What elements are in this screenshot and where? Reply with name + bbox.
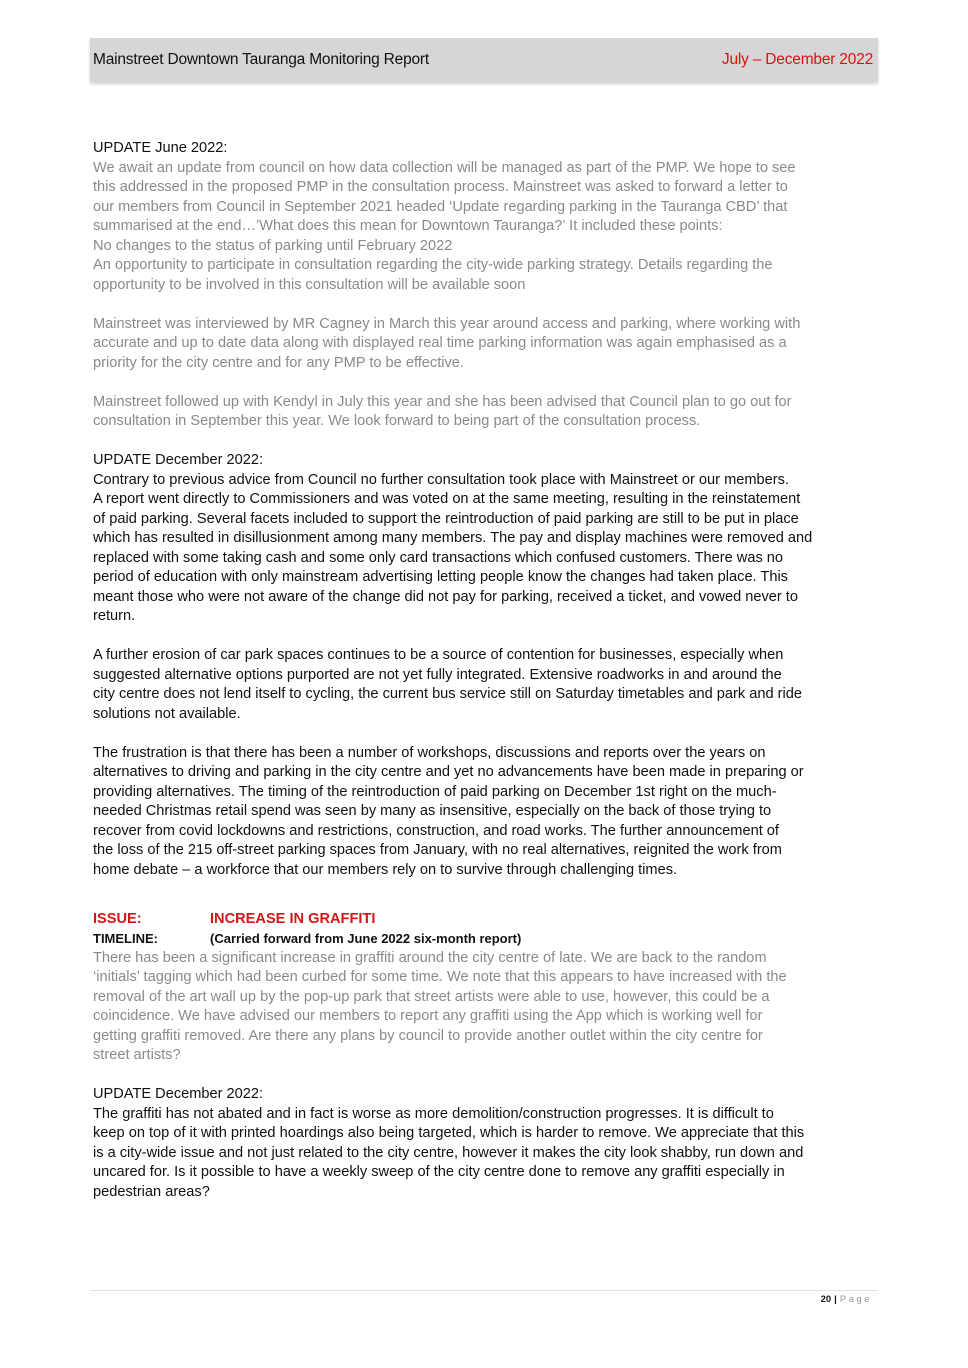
report-period: July – December 2022	[721, 51, 873, 68]
update-june-heading: UPDATE June 2022:	[93, 140, 228, 156]
text-line: pedestrian areas?	[93, 1183, 210, 1200]
text-line: home debate – a workforce that our membe…	[93, 861, 678, 878]
graffiti-paragraph: There has been a significant increase in…	[93, 949, 879, 1066]
mr-cagney-paragraph: Mainstreet was interviewed by MR Cagney …	[93, 315, 879, 374]
text-line: this addressed in the proposed PMP in th…	[93, 179, 788, 195]
text-line: return.	[93, 608, 136, 624]
car-park-erosion-paragraph: A further erosion of car park spaces con…	[93, 646, 879, 724]
graffiti-update-heading: UPDATE December 2022:	[93, 1086, 264, 1102]
text-line: The frustration is that there has been a…	[93, 744, 766, 761]
page-separator: |	[834, 1294, 837, 1305]
text-line: recover from covid lockdowns and restric…	[93, 822, 779, 839]
page-word: Page	[839, 1294, 872, 1305]
issue-title: INCREASE IN GRAFFITI	[210, 910, 376, 927]
text-line: suggested alternative options purported …	[93, 666, 782, 683]
update-june-lines: We await an update from council on how d…	[93, 159, 879, 296]
text-line: of paid parking. Several facets included…	[93, 510, 799, 527]
report-title: Mainstreet Downtown Tauranga Monitoring …	[93, 51, 430, 68]
text-line: priority for the city centre and for any…	[93, 354, 464, 371]
text-line: The graffiti has not abated and in fact …	[93, 1105, 774, 1122]
text-line: which has resulted in disillusionment am…	[93, 530, 813, 546]
consultation-paragraph: Contrary to previous advice from Council…	[93, 471, 879, 627]
page-header: Mainstreet Downtown Tauranga Monitoring …	[90, 38, 878, 82]
text-line: Mainstreet followed up with Kendyl in Ju…	[93, 393, 792, 410]
text-line: Mainstreet was interviewed by MR Cagney …	[93, 315, 801, 332]
text-line: providing alternatives. The timing of th…	[93, 783, 777, 800]
text-line: city centre does not lend itself to cycl…	[93, 686, 802, 702]
text-line: A further erosion of car park spaces con…	[93, 647, 784, 663]
text-line: getting graffiti removed. Are there any …	[93, 1027, 763, 1044]
text-line: uncared for. Is it possible to have a we…	[93, 1164, 785, 1180]
text-line: consultation in September this year. We …	[93, 413, 701, 429]
text-line: alternatives to driving and parking in t…	[93, 764, 804, 780]
text-line: needed Christmas retail spend was seen b…	[93, 803, 772, 819]
text-line: An opportunity to participate in consult…	[93, 257, 773, 273]
text-line: We await an update from council on how d…	[93, 159, 796, 176]
text-line: removal of the art wall up by the pop-up…	[93, 988, 770, 1005]
issue-row: ISSUE: INCREASE IN GRAFFITI	[93, 910, 879, 930]
text-line: solutions not available.	[93, 705, 241, 722]
update-december-heading: UPDATE December 2022:	[93, 452, 264, 468]
text-line: No changes to the status of parking unti…	[93, 237, 453, 254]
text-line: accurate and up to date data along with …	[93, 335, 787, 351]
timeline-row: TIMELINE: (Carried forward from June 202…	[93, 929, 879, 949]
graffiti-update-paragraph: The graffiti has not abated and in fact …	[93, 1105, 879, 1203]
text-line: the loss of the 215 off-street parking s…	[93, 842, 782, 858]
text-line: ‘initials’ tagging which had been curbed…	[93, 969, 787, 985]
text-line: street artists?	[93, 1047, 181, 1063]
text-line: coincidence. We have advised our members…	[93, 1008, 763, 1024]
page-footer: 20 | Page	[821, 1294, 872, 1305]
footer-divider	[90, 1290, 878, 1291]
text-line: meant those who were not aware of the ch…	[93, 588, 798, 605]
issue-label: ISSUE:	[93, 910, 142, 927]
text-line: replaced with some taking cash and some …	[93, 549, 784, 566]
page-number: 20	[820, 1294, 832, 1305]
text-line: There has been a significant increase in…	[93, 949, 767, 966]
text-line: summarised at the end…’What does this me…	[93, 218, 723, 234]
page-content: UPDATE June 2022: We await an update fro…	[93, 139, 879, 1202]
text-line: keep on top of it with printed hoardings…	[93, 1125, 805, 1141]
text-line: is a city-wide issue and not just relate…	[93, 1144, 804, 1161]
text-line: period of education with only mainstream…	[93, 569, 788, 585]
text-line: A report went directly to Commissioners …	[93, 491, 801, 507]
text-line: Contrary to previous advice from Council…	[93, 471, 789, 488]
text-line: our members from Council in September 20…	[93, 198, 788, 215]
text-line: opportunity to be involved in this consu…	[93, 276, 526, 293]
timeline-label: TIMELINE:	[93, 931, 158, 946]
frustration-paragraph: The frustration is that there has been a…	[93, 744, 879, 881]
kendyl-paragraph: Mainstreet followed up with Kendyl in Ju…	[93, 393, 879, 432]
timeline-text: (Carried forward from June 2022 six-mont…	[210, 931, 522, 946]
